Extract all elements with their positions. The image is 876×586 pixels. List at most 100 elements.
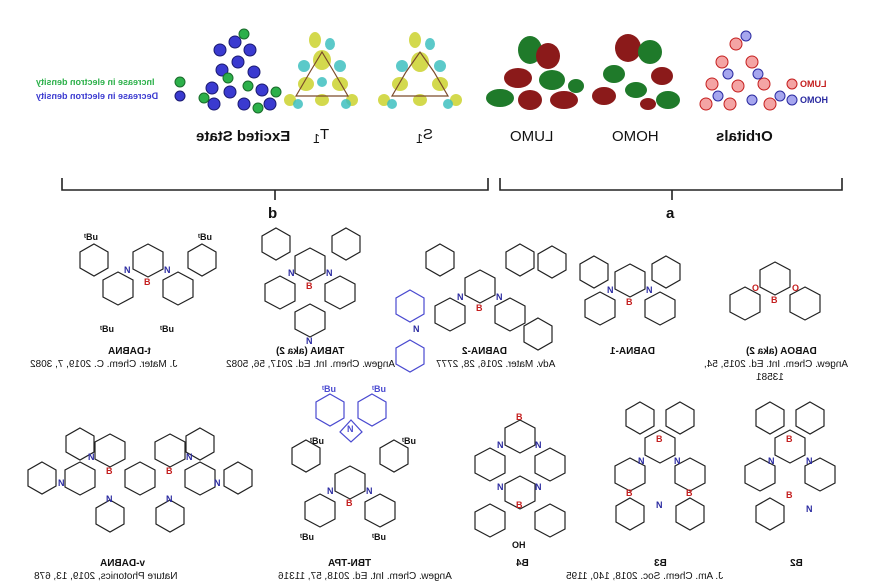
- vdabna-n-atom-4: N: [214, 478, 221, 488]
- vdabna-n-atom-1: N: [88, 452, 95, 462]
- legend-decrease: Decrease in electron density: [36, 91, 159, 101]
- molecule-ref-tdabna: J. Mater. Chem. C. 2019, 7, 3082: [30, 359, 178, 370]
- tbntpa-b-atom: B: [346, 498, 353, 508]
- b3-b-atom-3: B: [686, 488, 693, 498]
- tbntpa-tbu-2: ᵗBu: [402, 436, 416, 446]
- b4-n-atom-3: N: [497, 482, 504, 492]
- t1-orbital-image: [284, 32, 358, 109]
- tdabna-tbu-3: ᵗBu: [100, 324, 114, 334]
- molecule-name-tbntpa: TBN-TPA: [328, 558, 372, 569]
- b2-b-atom-1: B: [786, 434, 793, 444]
- tdabna-tbu-4: ᵗBu: [160, 324, 174, 334]
- molecule-ref-b3: J. Am. Chem. Soc. 2018, 140, 1195: [566, 571, 724, 582]
- tabna-n-atom-left: N: [288, 268, 295, 278]
- molecule-name-daboa: DABOA (aka 2): [746, 346, 817, 357]
- tdabna-tbu-2: ᵗBu: [198, 232, 212, 242]
- daboa-o-atom-left: O: [752, 283, 760, 293]
- b2-b-atom-2: B: [786, 490, 793, 500]
- tabna-n-atom-bottom: N: [306, 336, 313, 346]
- legend-increase: Increase in electron density: [36, 77, 155, 87]
- homo-orbital-image: [592, 34, 680, 110]
- tbntpa-n-atom-carbazole: N: [347, 424, 354, 434]
- molecule-ref-vdabna: Nature Photonics, 2019, 13, 678: [34, 571, 178, 582]
- b3-n-atom-1: N: [638, 456, 645, 466]
- dabna2-b-atom: B: [476, 303, 483, 313]
- dabna1-n-atom-right: N: [646, 285, 653, 295]
- b4-n-atom-4: N: [535, 482, 542, 492]
- tbntpa-tbu-3: ᵗBu: [300, 532, 314, 542]
- b2-n-atom-2: N: [806, 456, 813, 466]
- dabna2-n-atom-right: N: [496, 292, 503, 302]
- legend-homo-dot: [786, 94, 798, 106]
- b4-b-atom-1: B: [516, 412, 523, 422]
- legend-lumo: LUMO: [800, 79, 827, 89]
- b3-n-atom-2: N: [674, 456, 681, 466]
- s1-label: S1: [416, 126, 433, 146]
- tdabna-tbu-1: ᵗBu: [84, 232, 98, 242]
- dabna2-n-atom-amine: N: [413, 324, 420, 334]
- blue-highlight-groups: [315, 289, 425, 443]
- vdabna-n-atom-2: N: [186, 452, 193, 462]
- molecule-ref-dabna2: Adv. Mater. 2016, 28, 2777: [436, 359, 556, 370]
- tabna-b-atom: B: [306, 281, 313, 291]
- tbntpa-tbu-1: ᵗBu: [310, 436, 324, 446]
- lumo-orbital-image: [486, 36, 584, 110]
- molecule-name-b2: B2: [790, 558, 803, 569]
- vdabna-n-atom-3: N: [58, 478, 65, 488]
- molecule-ref-tbntpa: Angew. Chem. Int. Ed. 2018, 57, 11316: [278, 571, 452, 582]
- homo-label: HOMO: [612, 128, 659, 145]
- molecule-name-b3: B3: [654, 558, 667, 569]
- molecule-name-tdabna: t-DABNA: [108, 346, 151, 357]
- molecule-name-vdabna: v-DABNA: [100, 558, 145, 569]
- excited-state-label: Excited State: [196, 128, 291, 145]
- molecule-name-dabna1: DABNA-1: [610, 346, 655, 357]
- t1-label: T1: [313, 126, 330, 146]
- structure-skeletons: [27, 227, 836, 538]
- s1-orbital-image: [378, 32, 462, 109]
- orbitals-diagram-image: [699, 30, 786, 111]
- tbntpa-tbu-6: ᵗBu: [372, 384, 386, 394]
- orbitals-label: Orbitals: [716, 128, 773, 145]
- daboa-b-atom: B: [771, 295, 778, 305]
- b3-b-atom-1: B: [656, 434, 663, 444]
- tbntpa-n-atom-right: N: [366, 486, 373, 496]
- molecule-name-tabna: TABNA (aka 2): [276, 346, 345, 357]
- vdabna-n-atom-6: N: [166, 494, 173, 504]
- dabna1-b-atom: B: [626, 297, 633, 307]
- legend-lumo-dot: [786, 78, 798, 90]
- molecule-ref-daboa-pages: 13581: [756, 372, 784, 383]
- excited-state-orbital-image: [198, 28, 282, 114]
- dabna2-n-atom-left: N: [457, 292, 464, 302]
- tbntpa-n-atom-left: N: [327, 486, 334, 496]
- tbntpa-tbu-4: ᵗBu: [372, 532, 386, 542]
- tbntpa-tbu-5: ᵗBu: [322, 384, 336, 394]
- b4-b-atom-2: B: [516, 500, 523, 510]
- lumo-label: LUMO: [510, 128, 554, 145]
- bracket-b: [61, 178, 489, 191]
- b4-n-atom-2: N: [535, 440, 542, 450]
- bracket-a: [499, 178, 843, 191]
- b2-n-atom-3: N: [806, 504, 813, 514]
- b4-oh-group: OH: [512, 540, 526, 550]
- vdabna-b-atom-1: B: [106, 466, 113, 476]
- legend-homo: HOMO: [800, 95, 828, 105]
- molecule-ref-daboa: Angew. Chem. Int. Ed. 2015, 54,: [704, 359, 848, 370]
- b3-b-atom-2: B: [626, 488, 633, 498]
- legend-increase-dot: [174, 76, 186, 88]
- vdabna-b-atom-2: B: [166, 466, 173, 476]
- tabna-n-atom-right: N: [326, 268, 333, 278]
- molecule-ref-tabna: Angew. Chem. Int. Ed. 2017, 56, 5082: [226, 359, 396, 370]
- b3-n-atom-3: N: [656, 500, 663, 510]
- legend-decrease-dot: [174, 90, 186, 102]
- daboa-o-atom-right: O: [792, 283, 800, 293]
- panel-b-label: b: [268, 205, 278, 222]
- tdabna-b-atom: B: [144, 277, 151, 287]
- tdabna-n-atom-right: N: [164, 265, 171, 275]
- panel-a-label: a: [666, 205, 675, 222]
- molecule-name-b4: B4: [516, 558, 529, 569]
- b2-n-atom-1: N: [768, 456, 775, 466]
- molecule-name-dabna2: DABNA-2: [462, 346, 507, 357]
- tdabna-n-atom-left: N: [124, 265, 131, 275]
- dabna1-n-atom-left: N: [607, 285, 614, 295]
